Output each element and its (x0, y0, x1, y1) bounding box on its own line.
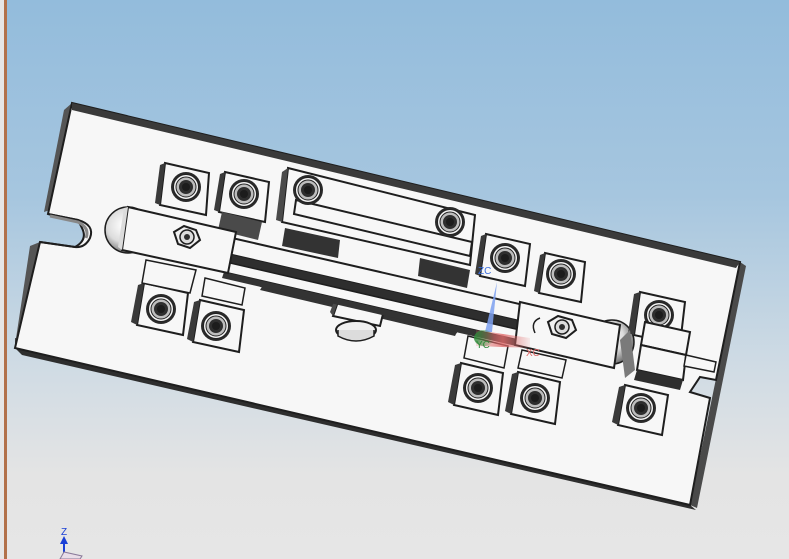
left-clamp-arm[interactable] (104, 205, 238, 275)
socket-head-bolt (519, 382, 551, 414)
zc-label: ZC (478, 266, 491, 277)
socket-head-bolt (625, 392, 657, 424)
clamp-block-left-lower-1[interactable] (131, 259, 197, 337)
yc-axis (474, 330, 494, 346)
clamp-block-right-upper-2[interactable] (534, 251, 587, 304)
wcs-triad[interactable]: ZC XC YC (474, 266, 540, 359)
socket-head-bolt (462, 372, 494, 404)
socket-head-bolt (545, 258, 577, 290)
socket-head-bolt (145, 293, 177, 325)
right-end-block[interactable] (612, 290, 717, 437)
clamp-block-right-upper-1[interactable] (475, 232, 532, 288)
clamp-block-left-upper-2[interactable] (214, 170, 271, 240)
window-margin (0, 0, 4, 559)
clamp-block-left-upper-1[interactable] (155, 161, 211, 217)
view-triad[interactable]: Z (59, 527, 83, 559)
clamp-block-right-lower-2[interactable] (505, 349, 567, 426)
socket-head-bolt (434, 206, 466, 238)
window-border (4, 0, 7, 559)
socket-head-bolt (292, 174, 324, 206)
socket-head-bolt (489, 242, 521, 274)
socket-head-bolt (200, 310, 232, 342)
clamp-block-left-lower-2[interactable] (187, 277, 246, 354)
z-label: Z (61, 527, 67, 538)
socket-head-bolt (170, 171, 202, 203)
yc-label: YC (476, 340, 490, 351)
xc-label: XC (526, 348, 540, 359)
clamp-block-right-lower-1[interactable] (448, 335, 509, 417)
socket-head-bolt (228, 178, 260, 210)
zc-axis (485, 282, 497, 332)
